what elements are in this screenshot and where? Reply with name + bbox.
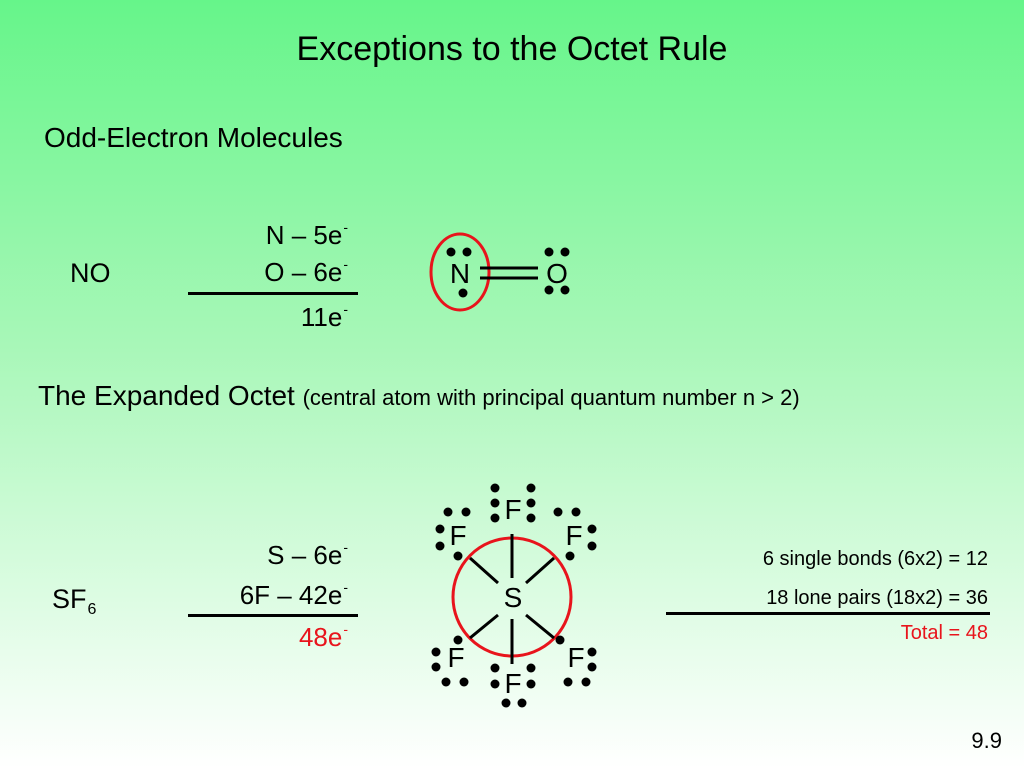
sf6-f-bottom: F (504, 668, 522, 699)
sf6-calc-total: 48e- (298, 621, 348, 652)
no-electron-dots (446, 247, 570, 298)
sf6-molecule-label: SF6 (52, 584, 97, 618)
sf6-f-lower-left: F (447, 642, 465, 673)
no-lewis-o: O (546, 258, 568, 289)
sf6-calc-line2: 6F – 42e- (239, 579, 348, 610)
page-number: 9.9 (971, 728, 1002, 753)
summary-lone-pairs: 18 lone pairs (18x2) = 36 (766, 587, 988, 609)
sf6-calc-line1: S – 6e- (267, 539, 348, 570)
sf6-f-top: F (504, 494, 522, 525)
expanded-octet-note: (central atom with principal quantum num… (302, 385, 800, 410)
no-calc-total: 11e- (300, 301, 348, 332)
sf6-bonds (469, 534, 555, 664)
odd-electron-heading: Odd-Electron Molecules (44, 122, 343, 153)
sf6-central-s: S (503, 582, 523, 613)
sf6-lone-pair-dots (431, 483, 597, 708)
no-lewis-n: N (449, 258, 471, 289)
no-n-highlight-circle (429, 232, 491, 312)
slide-title: Exceptions to the Octet Rule (296, 30, 728, 68)
no-calc-line1: N – 5e- (265, 219, 348, 250)
sf6-sum-rule (188, 614, 358, 617)
summary-bonds: 6 single bonds (6x2) = 12 (762, 548, 988, 570)
expanded-octet-heading: The Expanded Octet (central atom with pr… (38, 380, 800, 411)
no-molecule-label: NO (70, 258, 111, 288)
summary-total: Total = 48 (900, 622, 988, 644)
sf6-f-upper-left: F (449, 520, 467, 551)
no-calc-line2: O – 6e- (264, 256, 348, 287)
no-sum-rule (188, 292, 358, 295)
sf6-f-upper-right: F (565, 520, 583, 551)
summary-rule (666, 612, 990, 615)
sf6-f-lower-right: F (567, 642, 585, 673)
